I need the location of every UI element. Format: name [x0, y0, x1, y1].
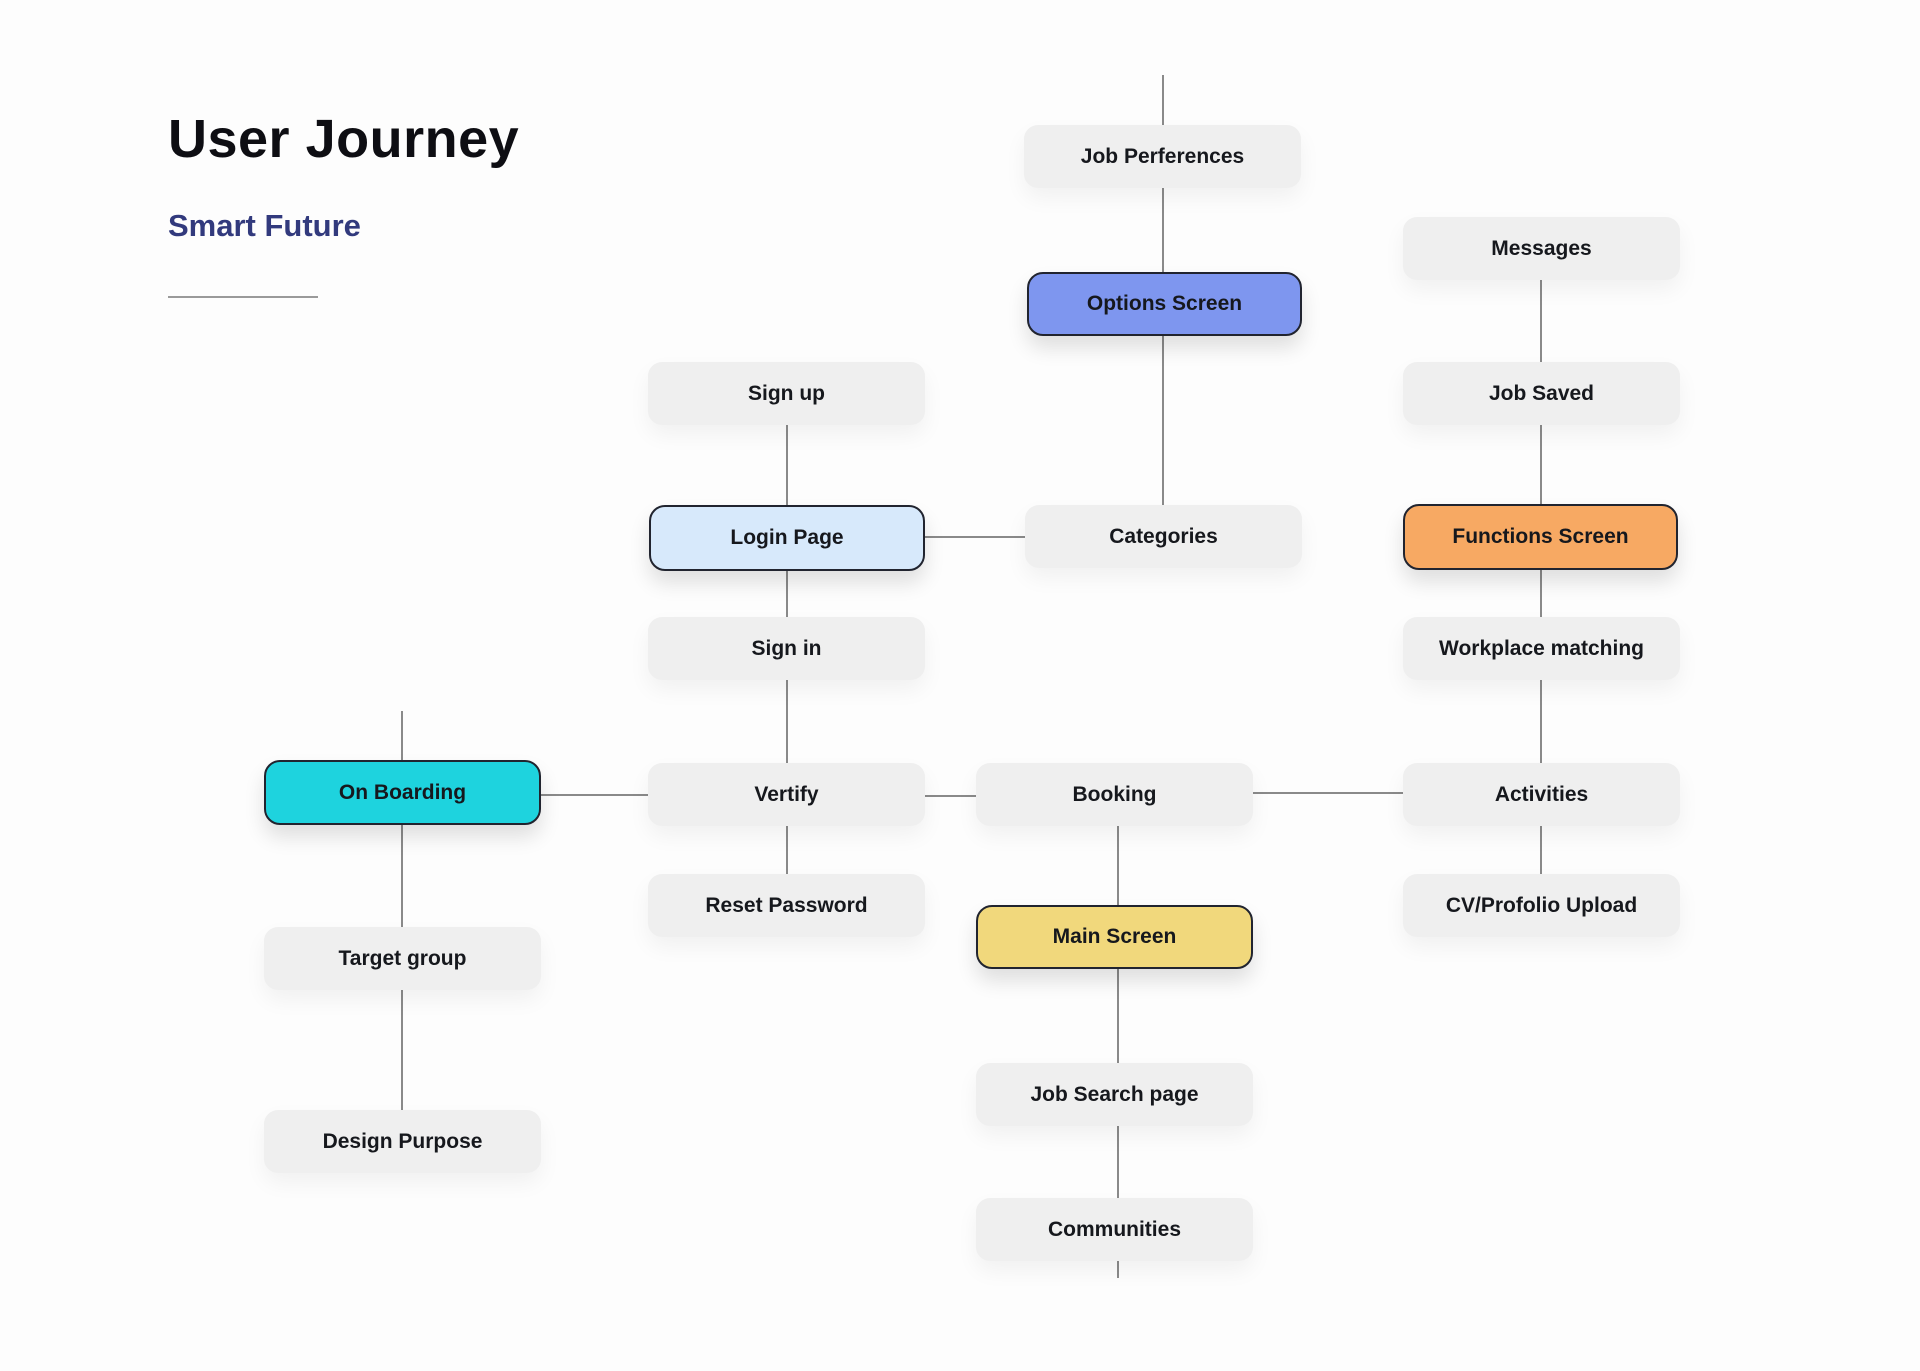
connector-line — [541, 794, 648, 796]
node-job-saved[interactable]: Job Saved — [1403, 362, 1680, 425]
node-login-page[interactable]: Login Page — [649, 505, 925, 571]
title-underline — [168, 296, 318, 298]
node-label: Login Page — [730, 526, 844, 549]
node-label: Messages — [1491, 236, 1592, 260]
node-label: Options Screen — [1086, 292, 1243, 315]
node-functions-screen[interactable]: Functions Screen — [1403, 504, 1678, 570]
node-messages[interactable]: Messages — [1403, 217, 1680, 280]
node-reset-password[interactable]: Reset Password — [648, 874, 925, 937]
node-communities[interactable]: Communities — [976, 1198, 1253, 1261]
node-label: Job Saved — [1488, 381, 1595, 405]
node-vertify[interactable]: Vertify — [648, 763, 925, 826]
connector-line — [786, 571, 788, 617]
connector-line — [1117, 1126, 1119, 1198]
node-label: On Boarding — [338, 780, 467, 804]
node-label: Job Search page — [1030, 1082, 1199, 1106]
node-label: Communities — [1047, 1217, 1181, 1241]
connector-line — [1117, 1261, 1119, 1278]
header: User Journey Smart Future — [168, 108, 519, 298]
node-label: Target group — [338, 946, 467, 970]
connector-line — [786, 826, 788, 874]
node-sign-in[interactable]: Sign in — [648, 617, 925, 680]
node-workplace-matching[interactable]: Workplace matching — [1403, 617, 1680, 680]
node-design-purpose[interactable]: Design Purpose — [264, 1110, 541, 1173]
node-label: Main Screen — [1052, 925, 1177, 948]
node-label: Booking — [1072, 782, 1157, 806]
connector-line — [401, 711, 403, 760]
node-booking[interactable]: Booking — [976, 763, 1253, 826]
node-label: CV/Profolio Upload — [1445, 893, 1638, 917]
node-categories[interactable]: Categories — [1025, 505, 1302, 568]
node-sign-up[interactable]: Sign up — [648, 362, 925, 425]
connector-line — [1162, 188, 1164, 272]
connector-line — [1253, 792, 1403, 794]
node-cv-profolio-upload[interactable]: CV/Profolio Upload — [1403, 874, 1680, 937]
connector-line — [1162, 336, 1164, 505]
connector-line — [786, 425, 788, 505]
node-label: Design Purpose — [322, 1129, 483, 1153]
connector-line — [1540, 425, 1542, 504]
node-activities[interactable]: Activities — [1403, 763, 1680, 826]
page-title: User Journey — [168, 109, 520, 169]
node-label: Job Perferences — [1080, 144, 1245, 168]
node-label: Activities — [1494, 782, 1589, 806]
connector-line — [1540, 570, 1542, 617]
node-label: Sign in — [751, 636, 822, 660]
node-job-preferences[interactable]: Job Perferences — [1024, 125, 1301, 188]
node-label: Workplace matching — [1439, 636, 1644, 660]
connector-line — [786, 680, 788, 763]
connector-line — [1162, 75, 1164, 125]
connector-line — [1540, 680, 1542, 763]
node-on-boarding[interactable]: On Boarding — [264, 760, 541, 825]
node-label: Sign up — [748, 381, 825, 405]
connector-line — [1540, 826, 1542, 874]
connector-line — [401, 990, 403, 1110]
connector-line — [925, 795, 976, 797]
node-label: Reset Password — [705, 893, 868, 917]
node-job-search-page[interactable]: Job Search page — [976, 1063, 1253, 1126]
node-target-group[interactable]: Target group — [264, 927, 541, 990]
connector-line — [925, 536, 1025, 538]
node-options-screen[interactable]: Options Screen — [1027, 272, 1302, 336]
node-label: Categories — [1109, 524, 1218, 548]
page-subtitle: Smart Future — [168, 208, 361, 243]
connector-line — [1117, 826, 1119, 905]
node-label: Functions Screen — [1452, 525, 1629, 548]
connector-line — [1117, 969, 1119, 1063]
node-label: Vertify — [754, 782, 819, 806]
connector-line — [1540, 280, 1542, 362]
node-main-screen[interactable]: Main Screen — [976, 905, 1253, 969]
connector-line — [401, 825, 403, 927]
